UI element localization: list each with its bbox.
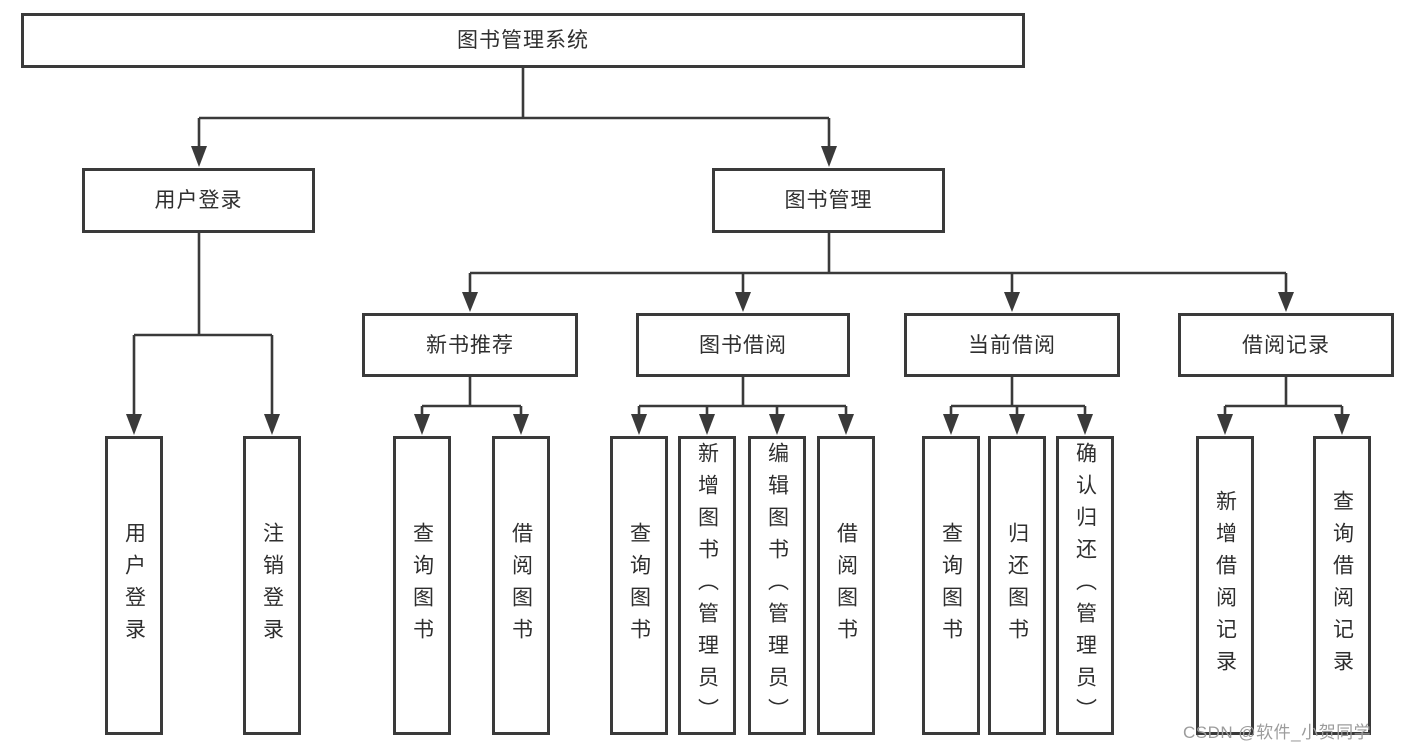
node-current-borrowing-label: 当前借阅: [968, 333, 1056, 357]
leaf-query-borrow-record: 查询借阅记录: [1313, 436, 1371, 735]
node-borrowing-records-label: 借阅记录: [1242, 333, 1330, 357]
node-book-management: 图书管理: [712, 168, 945, 233]
leaf-borrow-books-2-label: 借阅图书: [834, 521, 858, 650]
node-current-borrowing: 当前借阅: [904, 313, 1120, 377]
leaf-return-books-label: 归还图书: [1005, 521, 1029, 650]
csdn-watermark: CSDN @软件_小贺同学: [1183, 723, 1372, 742]
node-root: 图书管理系统: [21, 13, 1025, 68]
leaf-return-books: 归还图书: [988, 436, 1046, 735]
leaf-borrow-books-1: 借阅图书: [492, 436, 550, 735]
leaf-add-borrow-record-label: 新增借阅记录: [1213, 489, 1237, 682]
leaf-confirm-return-admin-label: 确认归还（管理员）: [1073, 441, 1097, 730]
leaf-add-books-admin: 新增图书（管理员）: [678, 436, 736, 735]
leaf-confirm-return-admin: 确认归还（管理员）: [1056, 436, 1114, 735]
leaf-logout-label: 注销登录: [260, 521, 284, 650]
leaf-logout: 注销登录: [243, 436, 301, 735]
node-book-borrowing-label: 图书借阅: [699, 333, 787, 357]
node-user-login: 用户登录: [82, 168, 315, 233]
node-book-management-label: 图书管理: [784, 189, 873, 212]
leaf-user-login-label: 用户登录: [122, 521, 146, 650]
node-user-login-label: 用户登录: [154, 189, 243, 212]
node-new-book-recommend: 新书推荐: [362, 313, 578, 377]
node-root-label: 图书管理系统: [457, 29, 589, 52]
leaf-add-borrow-record: 新增借阅记录: [1196, 436, 1254, 735]
leaf-user-login: 用户登录: [105, 436, 163, 735]
leaf-query-books-2-label: 查询图书: [627, 521, 651, 650]
leaf-query-books-1: 查询图书: [393, 436, 451, 735]
node-borrowing-records: 借阅记录: [1178, 313, 1394, 377]
node-book-borrowing: 图书借阅: [636, 313, 850, 377]
leaf-query-books-3: 查询图书: [922, 436, 980, 735]
node-new-book-recommend-label: 新书推荐: [426, 333, 514, 357]
leaf-query-borrow-record-label: 查询借阅记录: [1330, 489, 1354, 682]
leaf-query-books-1-label: 查询图书: [410, 521, 434, 650]
leaf-add-books-admin-label: 新增图书（管理员）: [695, 441, 719, 730]
leaf-edit-books-admin: 编辑图书（管理员）: [748, 436, 806, 735]
leaf-edit-books-admin-label: 编辑图书（管理员）: [765, 441, 789, 730]
leaf-borrow-books-2: 借阅图书: [817, 436, 875, 735]
leaf-borrow-books-1-label: 借阅图书: [509, 521, 533, 650]
leaf-query-books-2: 查询图书: [610, 436, 668, 735]
leaf-query-books-3-label: 查询图书: [939, 521, 963, 650]
